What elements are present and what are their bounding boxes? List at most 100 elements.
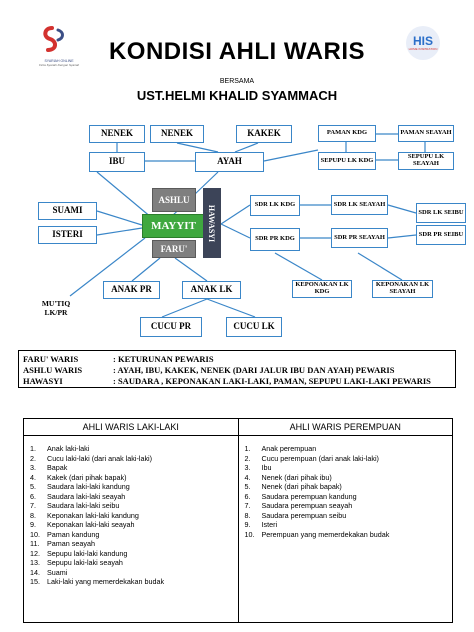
box-ibu: IBU bbox=[89, 152, 145, 172]
label-mutiq: MU'TIQ LK/PR bbox=[41, 299, 71, 317]
list-item: 7.Saudara perempuan seayah bbox=[245, 501, 453, 511]
heirs-table: AHLI WARIS LAKI-LAKI AHLI WARIS PEREMPUA… bbox=[23, 418, 453, 623]
logo-right: HIS HOME INSPIRATION bbox=[406, 26, 440, 60]
list-item-number: 2. bbox=[244, 453, 251, 463]
list-item: 1. Anak laki-laki bbox=[30, 444, 238, 454]
list-item-text: Anak perempuan bbox=[261, 444, 317, 453]
list-item-text: Perempuan yang memerdekakan budak bbox=[261, 529, 390, 539]
logo-left-caption: SYARIAH ONLINE bbox=[44, 59, 74, 63]
legend-value: : SAUDARA , KEPONAKAN LAKI-LAKI, PAMAN, … bbox=[113, 376, 431, 386]
list-item-number: 12. bbox=[30, 548, 40, 558]
list-item-number: 4. bbox=[244, 472, 251, 482]
list-item-text: Anak laki-laki bbox=[47, 444, 90, 453]
list-item-number: 11. bbox=[30, 539, 40, 548]
list-item: 15.Laki-laki yang memerdekakan budak bbox=[30, 577, 238, 587]
list-item-text: Paman kandung bbox=[47, 529, 100, 539]
legend-box: FARU' WARIS: KETURUNAN PEWARIS ASHLU WAR… bbox=[18, 350, 456, 388]
list-item: 4. Kakek (dari pihak bapak) bbox=[30, 473, 238, 483]
list-item-text: Sepupu laki-laki seayah bbox=[47, 558, 123, 567]
list-item-text: Cucu perempuan (dari anak laki-laki) bbox=[261, 453, 379, 463]
list-item-text: Nenek (dari pihak bapak) bbox=[261, 482, 342, 491]
box-sdr-pr-kdg: SDR PR KDG bbox=[250, 228, 300, 251]
list-item-number: 8. bbox=[30, 510, 36, 520]
label-faru: FARU' bbox=[152, 240, 196, 258]
legend-row-faru: FARU' WARIS: KETURUNAN PEWARIS bbox=[19, 354, 455, 365]
list-item: 6. Saudara laki-laki seayah bbox=[30, 492, 238, 502]
list-item-number: 3. bbox=[244, 463, 251, 472]
list-item: 5. Nenek (dari pihak bapak) bbox=[245, 482, 453, 492]
label-hawasyi: HAWASYI bbox=[203, 188, 221, 258]
list-item-text: Saudara laki-laki seibu bbox=[47, 501, 120, 510]
box-sdr-lk-seayah: SDR LK SEAYAH bbox=[331, 195, 388, 215]
legend-row-hawasyi: HAWASYI : SAUDARA , KEPONAKAN LAKI-LAKI, … bbox=[19, 376, 455, 387]
list-item-text: Saudara perempuan kandung bbox=[261, 491, 357, 501]
list-item: 3. Bapak bbox=[30, 463, 238, 473]
list-item: 1.Anak perempuan bbox=[245, 444, 453, 454]
legend-key: FARU' WARIS bbox=[23, 354, 79, 364]
box-sdr-pr-seayah: SDR PR SEAYAH bbox=[331, 228, 388, 248]
list-item: 10.Perempuan yang memerdekakan budak bbox=[245, 530, 453, 540]
legend-key: HAWASYI bbox=[23, 376, 63, 386]
list-item-text: Suami bbox=[47, 567, 68, 577]
list-item-text: Keponakan laki-laki kandung bbox=[47, 510, 139, 520]
list-item: 4. Nenek (dari pihak ibu) bbox=[245, 473, 453, 483]
box-isteri: ISTERI bbox=[38, 226, 97, 244]
list-item-number: 4. bbox=[30, 472, 36, 482]
list-item: 9. Isteri bbox=[245, 520, 453, 530]
list-item-text: Cucu laki-laki (dari anak laki-laki) bbox=[47, 453, 153, 463]
list-item-number: 10. bbox=[30, 529, 40, 539]
box-mayyit: MAYYIT bbox=[142, 214, 205, 238]
legend-row-ashlu: ASHLU WARIS : AYAH, IBU, KAKEK, NENEK (DA… bbox=[19, 365, 455, 376]
list-item-number: 7. bbox=[244, 501, 251, 510]
box-sdr-pr-seibu: SDR PR SEIBU bbox=[416, 225, 466, 245]
list-item: 13.Sepupu laki-laki seayah bbox=[30, 558, 238, 568]
box-sdr-lk-kdg: SDR LK KDG bbox=[250, 195, 300, 216]
list-item-number: 9. bbox=[30, 520, 36, 529]
box-anak-pr: ANAK PR bbox=[103, 281, 160, 299]
list-item: 8. Keponakan laki-laki kandung bbox=[30, 511, 238, 521]
logo-right-caption: HOME INSPIRATION bbox=[408, 47, 438, 51]
list-item-number: 9. bbox=[244, 520, 251, 529]
list-item: 10. Paman kandung bbox=[30, 530, 238, 540]
legend-value: : AYAH, IBU, KAKEK, NENEK (DARI JALUR IB… bbox=[113, 365, 395, 375]
list-item-text: Saudara laki-laki seayah bbox=[47, 491, 126, 501]
list-item-number: 14. bbox=[30, 567, 40, 577]
list-item: 12.Sepupu laki-laki kandung bbox=[30, 549, 238, 559]
list-item-text: Kakek (dari pihak bapak) bbox=[47, 472, 127, 482]
label-hawasyi-text: HAWASYI bbox=[207, 204, 217, 242]
syariah-logo-icon bbox=[43, 26, 64, 52]
list-item: 6. Saudara perempuan kandung bbox=[245, 492, 453, 502]
list-item-number: 5. bbox=[244, 482, 251, 491]
legend-key: ASHLU WARIS bbox=[23, 365, 83, 375]
list-item: 2. Cucu perempuan (dari anak laki-laki) bbox=[245, 454, 453, 464]
diagram-connectors bbox=[69, 133, 426, 318]
list-item-number: 1. bbox=[30, 444, 36, 453]
list-item-text: Nenek (dari pihak ibu) bbox=[261, 472, 332, 482]
speaker-name: UST.HELMI KHALID SYAMMACH bbox=[136, 88, 338, 103]
list-item-text: Bapak bbox=[47, 463, 68, 472]
page-title: KONDISI AHLI WARIS bbox=[108, 38, 366, 65]
label-ashlu: ASHLU bbox=[152, 188, 196, 212]
list-item-number: 5. bbox=[30, 482, 36, 491]
list-item: 8.Saudara perempuan seibu bbox=[245, 511, 453, 521]
box-paman-seayah: PAMAN SEAYAH bbox=[398, 125, 454, 142]
list-item: 2.Cucu laki-laki (dari anak laki-laki) bbox=[30, 454, 238, 464]
list-item-number: 6. bbox=[244, 491, 251, 501]
list-item-number: 3. bbox=[30, 463, 36, 472]
list-item-text: Saudara laki-laki kandung bbox=[47, 482, 130, 491]
list-item-text: Laki-laki yang memerdekakan budak bbox=[47, 577, 165, 586]
logo-left-tagline: Cinta Syariah Dengan Syariah bbox=[38, 63, 80, 67]
list-item-text: Isteri bbox=[261, 520, 278, 529]
list-item-text: Paman seayah bbox=[47, 539, 95, 548]
list-item-number: 6. bbox=[30, 491, 36, 501]
list-item: 3.Ibu bbox=[245, 463, 453, 473]
box-anak-lk: ANAK LK bbox=[182, 281, 241, 299]
bersama-label: BERSAMA bbox=[219, 78, 255, 85]
box-ayah: AYAH bbox=[195, 152, 264, 172]
box-kakek: KAKEK bbox=[236, 125, 292, 143]
box-nenek-ibu: NENEK bbox=[89, 125, 145, 143]
